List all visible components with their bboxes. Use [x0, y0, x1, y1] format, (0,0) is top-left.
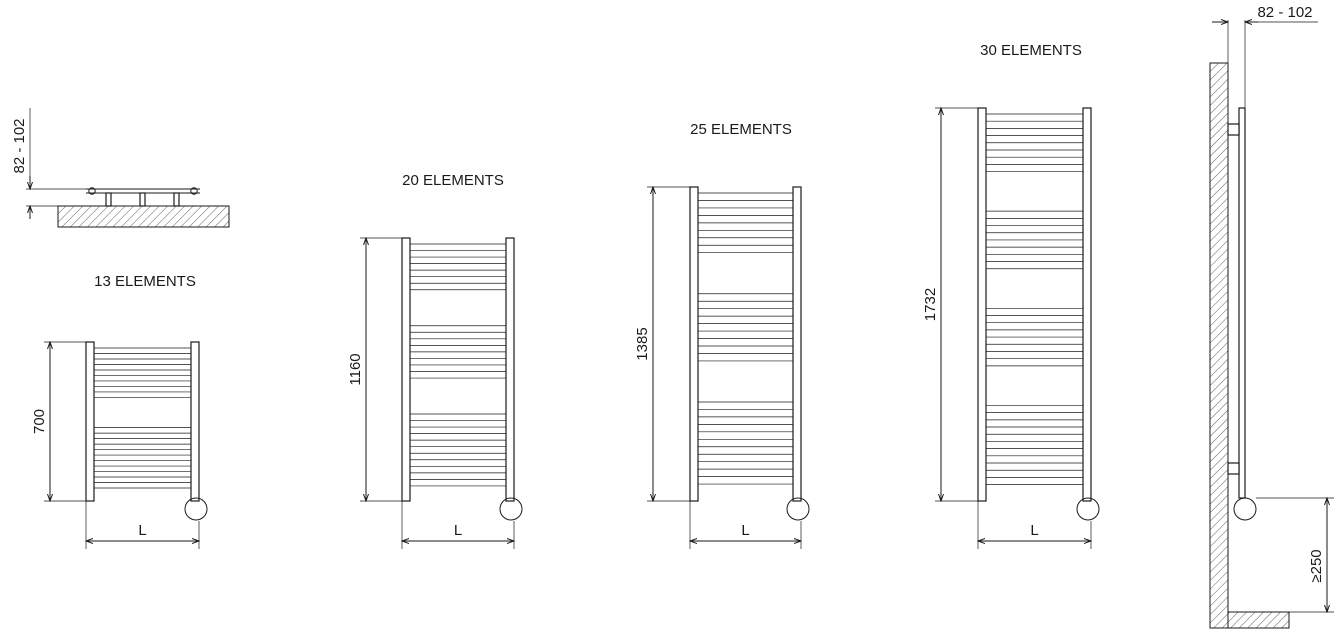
wall-section-hatch [57, 205, 230, 228]
floor-clearance-label: ≥250 [1308, 549, 1325, 582]
valve-icon [1076, 497, 1100, 521]
top-depth-label: 82 - 102 [11, 118, 28, 173]
valve-icon [499, 497, 523, 521]
wall-bracket-2 [139, 192, 146, 207]
width-label: L [138, 522, 146, 539]
right-collector [1082, 107, 1092, 502]
left-collector [401, 237, 411, 502]
plan-pipe-right-icon [190, 187, 198, 195]
side-bracket-bottom [1227, 462, 1240, 475]
model-title: 30 ELEMENTS [980, 42, 1082, 59]
side-valve-icon [1233, 497, 1257, 521]
valve-icon [184, 497, 208, 521]
height-label: 1732 [922, 288, 939, 321]
height-label: 700 [31, 409, 48, 434]
left-collector [977, 107, 987, 502]
top-detail: 82 - 102 [11, 108, 230, 228]
right-collector [190, 341, 200, 502]
width-label: L [741, 522, 749, 539]
side-bracket-top [1227, 123, 1240, 136]
model-title: 25 ELEMENTS [690, 121, 792, 138]
side-collector [1238, 107, 1246, 499]
plan-pipe-left-icon [88, 187, 96, 195]
side-depth-label: 82 - 102 [1257, 4, 1312, 21]
height-label: 1385 [634, 327, 651, 360]
model-title: 13 ELEMENTS [94, 273, 196, 290]
floor-hatch [1227, 611, 1290, 629]
left-collector [689, 186, 699, 502]
width-label: L [454, 522, 462, 539]
left-collector [85, 341, 95, 502]
width-label: L [1030, 522, 1038, 539]
valve-icon [786, 497, 810, 521]
side-view: 82 - 102 ≥250 [1209, 4, 1334, 629]
model-title: 20 ELEMENTS [402, 172, 504, 189]
height-label: 1160 [347, 353, 364, 385]
wall-bracket-3 [173, 192, 180, 207]
right-collector [505, 237, 515, 502]
wall-bracket-1 [105, 192, 112, 207]
right-collector [792, 186, 802, 502]
wall-hatch [1209, 62, 1229, 629]
